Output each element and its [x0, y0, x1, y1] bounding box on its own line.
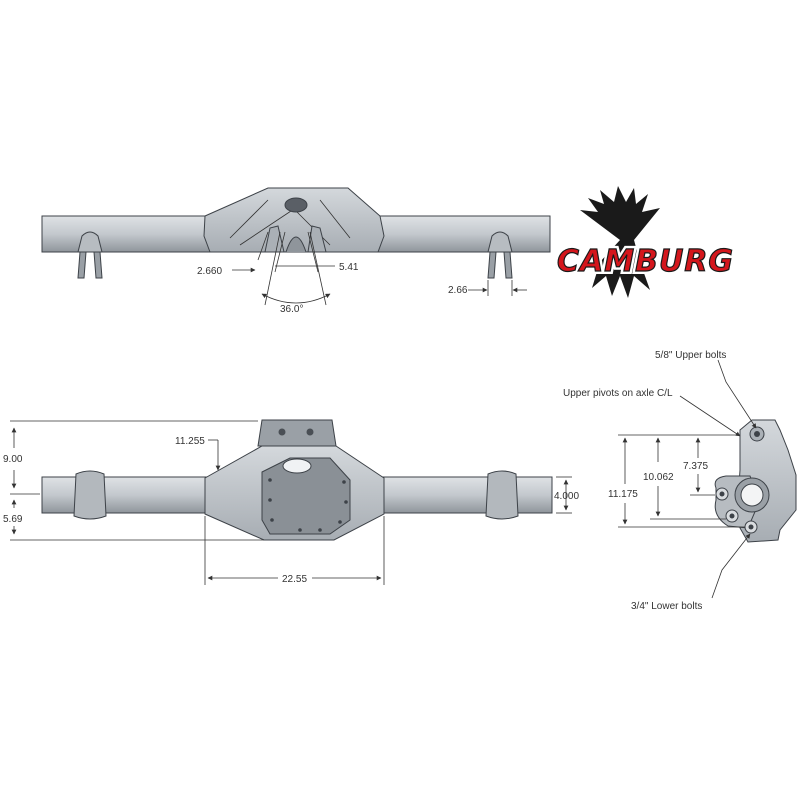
dim-center-to-bottom: 5.69	[3, 514, 23, 525]
callout-upper-bolts: 5/8" Upper bolts	[655, 350, 726, 361]
diff-cover-opening	[261, 457, 351, 535]
camburg-logo: CAMBURG CAMBURG	[554, 186, 736, 298]
callout-lower-bolts: 3/4" Lower bolts	[631, 601, 702, 612]
callout-upper-pivots: Upper pivots on axle C/L	[563, 388, 673, 399]
truss-top-front	[257, 419, 337, 447]
dim-housing-width: 22.55	[282, 574, 307, 585]
brand-name-outline: CAMBURG	[557, 244, 734, 279]
eagle-icon	[580, 186, 660, 298]
dim-bracket-spacing: 5.41	[339, 262, 359, 273]
dim-angle: 36.0°	[280, 304, 303, 315]
dim-overall-side: 11.175	[608, 489, 638, 500]
dim-tube-diameter: 4.000	[554, 491, 579, 502]
dim-bracket-offset: 2.660	[197, 266, 222, 277]
dim-mount-width: 2.66	[448, 285, 468, 296]
lower-mount-left-top	[77, 231, 103, 279]
dim-truss-height: 11.255	[175, 436, 205, 447]
pinion-hole-top	[284, 197, 308, 213]
dim-center-to-upper: 7.375	[683, 461, 708, 472]
dim-overall-height: 9.00	[3, 454, 23, 465]
side-view: 5/8" Upper bolts Upper pivots on axle C/…	[563, 350, 797, 612]
center-housing-top	[203, 187, 385, 253]
link-bracket-left	[264, 225, 285, 253]
brand-name: CAMBURG	[557, 244, 734, 279]
front-view: 9.00 5.69 11.255 4.000 22.55	[3, 419, 579, 585]
lower-mount-right-top	[487, 231, 513, 279]
tube-collar-right	[485, 470, 519, 520]
tube-collar-left	[73, 470, 107, 520]
top-view: 2.660 5.41 36.0° 2.66	[41, 187, 551, 315]
dim-lower-to-upper: 10.062	[643, 472, 674, 483]
